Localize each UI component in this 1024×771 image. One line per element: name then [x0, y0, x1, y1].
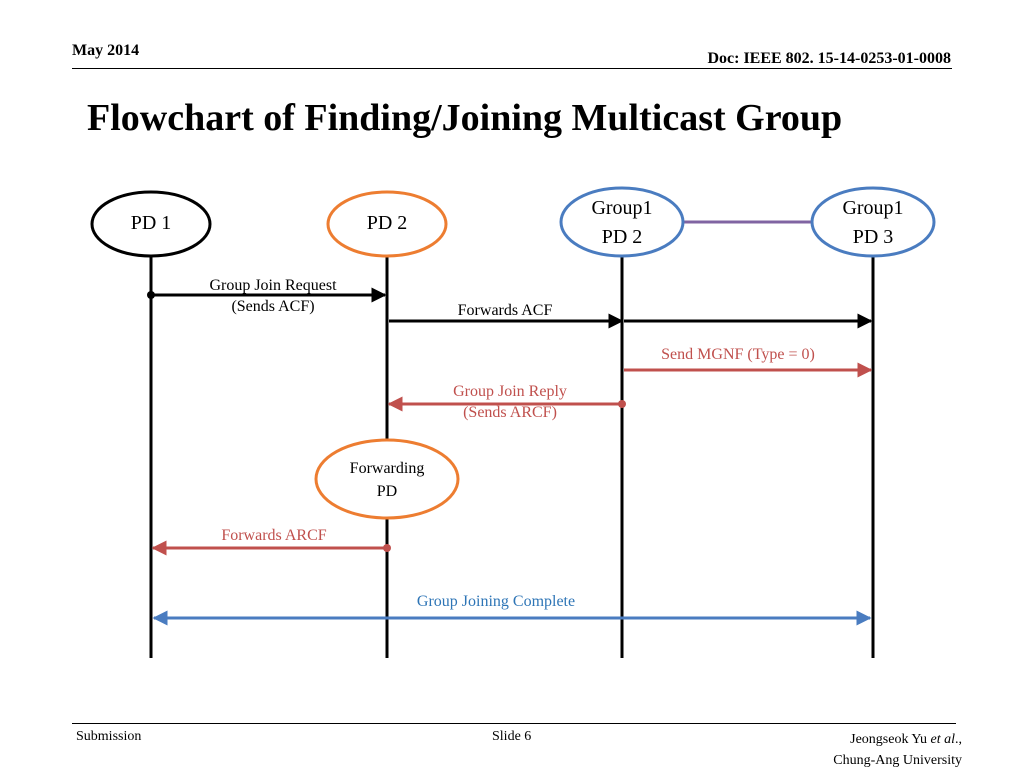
node-group1-pd2: Group1 PD 2 — [567, 194, 677, 252]
msg-group-joining-complete: Group Joining Complete — [416, 593, 576, 610]
footer-submission: Submission — [76, 729, 142, 744]
node-pd2-ellipse — [326, 190, 448, 258]
node-pd2-label: PD 2 — [366, 212, 408, 234]
node-forwarding-pd-line1: Forwarding — [349, 460, 425, 477]
slide-title: Flowchart of Finding/Joining Multicast G… — [87, 97, 843, 139]
node-forwarding-pd-ellipse — [314, 438, 460, 520]
header-doc-id: Doc: IEEE 802. 15-14-0253-01-0008 — [707, 50, 951, 67]
footer-affiliation: Chung-Ang University — [833, 753, 962, 768]
node-group1-pd3-line2: PD 3 — [852, 226, 894, 248]
node-pd2: PD 2 — [337, 209, 437, 238]
msg-group-join-reply-line2: (Sends ARCF) — [463, 404, 557, 421]
msg-send-mgnf: Send MGNF (Type = 0) — [661, 346, 815, 363]
node-forwarding-pd-line2: PD — [376, 483, 398, 500]
msg-forwards-arcf: Forwards ARCF — [221, 527, 327, 544]
header-divider — [72, 68, 952, 69]
footer-author-line: Jeongseok Yu et al., — [850, 732, 962, 747]
msg-group-join-request: Group Join Request (Sends ACF) — [173, 275, 373, 317]
node-group1-pd3-ellipse — [810, 186, 936, 258]
header-date: May 2014 — [72, 42, 140, 59]
msg-group-join-request-line2: (Sends ACF) — [231, 298, 315, 315]
msg-group-join-reply-line1: Group Join Reply — [453, 383, 567, 400]
node-group1-pd2-line1: Group1 — [591, 197, 653, 219]
msg-group-join-request-line1: Group Join Request — [209, 277, 337, 294]
node-group1-pd3: Group1 PD 3 — [818, 194, 928, 252]
node-forwarding-pd: Forwarding PD — [327, 457, 447, 503]
footer-slide-number: Slide 6 — [492, 729, 532, 744]
node-pd1: PD 1 — [101, 209, 201, 238]
node-pd1-label: PD 1 — [130, 212, 172, 234]
msg-group-join-reply: Group Join Reply (Sends ARCF) — [410, 381, 610, 423]
footer-author-block: Jeongseok Yu et al., Chung-Ang Universit… — [833, 729, 962, 771]
node-pd1-ellipse — [90, 190, 212, 258]
node-group1-pd2-line2: PD 2 — [601, 226, 643, 248]
footer-divider — [72, 723, 956, 724]
footer-author: Jeongseok Yu — [850, 732, 927, 747]
node-group1-pd3-line1: Group1 — [842, 197, 904, 219]
msg-forwards-acf: Forwards ACF — [457, 302, 553, 319]
node-group1-pd2-ellipse — [559, 186, 685, 258]
footer-author-suffix: et al — [930, 732, 956, 747]
